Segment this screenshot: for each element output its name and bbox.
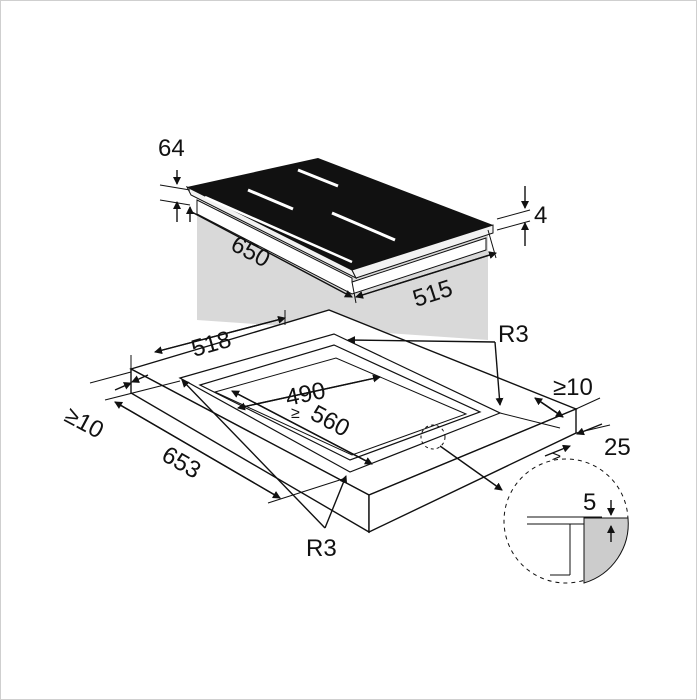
zone-mark [331,211,396,242]
label-min-left: ≥10 [60,402,108,445]
ge-symbol-2: ≥ [552,449,561,466]
label-worktop-thickness: 25 [604,434,631,461]
label-hob-thickness: 4 [534,202,547,229]
dim-hob-thickness: 4 [496,186,547,246]
dim-hob-height: 64 [158,135,194,222]
hob-glass [187,158,493,270]
label-radius-bottom: R3 [306,535,337,562]
label-hob-height: 64 [158,135,185,162]
dim-min-right: ≥10 [499,374,601,429]
dim-worktop-thickness: ≥ 25 [544,423,631,466]
cutout-bottom [213,357,468,456]
hob-side-edge [351,224,494,279]
detail-callout: 5 [420,424,629,584]
dim-radius-top: R3 [347,321,529,406]
hob [185,158,494,295]
label-min-right: ≥10 [553,374,593,401]
label-radius-top: R3 [498,321,529,348]
zone-mark [297,168,339,188]
zone-mark [247,188,294,211]
label-worktop-depth: 653 [157,441,205,484]
dim-radius-bottom: R3 [181,379,348,562]
hob-body [196,199,487,295]
ge-symbol: ≥ [291,405,300,422]
cutout-inner [198,344,482,461]
label-detail-gap: 5 [583,489,596,516]
zone-mark [204,195,353,264]
